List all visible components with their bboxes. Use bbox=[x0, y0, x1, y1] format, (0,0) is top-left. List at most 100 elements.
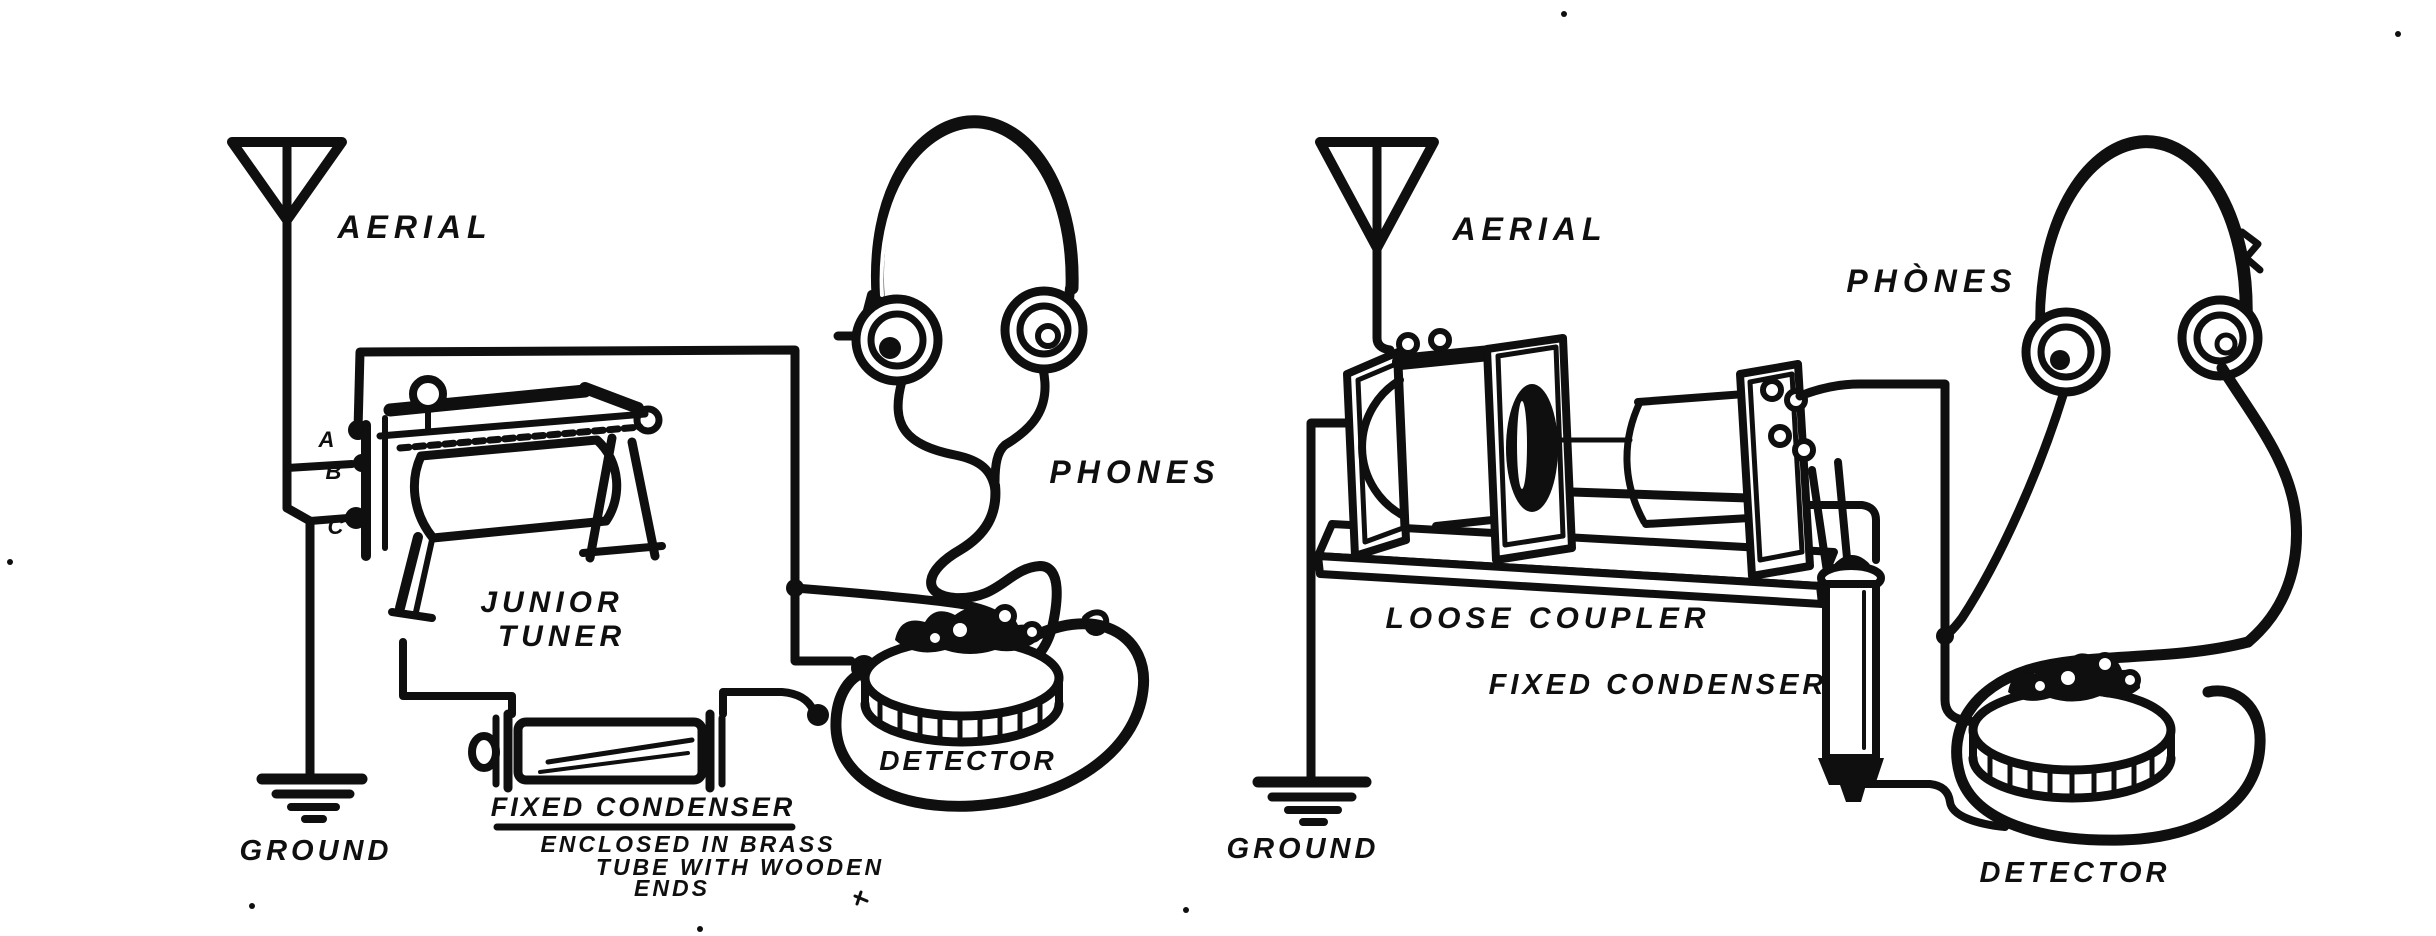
detector-hardware-hole-2 bbox=[930, 633, 940, 643]
aerial-icon bbox=[227, 137, 347, 225]
ground-lead-wire bbox=[1306, 418, 1350, 783]
coil-bore-highlight bbox=[1517, 401, 1527, 489]
detector-screw-2 bbox=[2119, 669, 2141, 691]
condenser-shading-2 bbox=[538, 751, 690, 774]
post-b-label: B bbox=[326, 459, 343, 484]
detector-icon-right bbox=[1951, 636, 2266, 846]
condenser-wire-post bbox=[807, 704, 829, 726]
left-earpiece-hub bbox=[879, 337, 901, 359]
tuner-left-leg-inner bbox=[413, 537, 435, 615]
tuner-slider-bracket bbox=[579, 382, 644, 414]
detector-hardware-hole-2 bbox=[2035, 681, 2045, 691]
condenser-shading-1 bbox=[545, 737, 695, 765]
detector-hardware-hole-1 bbox=[2061, 671, 2075, 685]
detector-label-right: DETECTOR bbox=[1980, 857, 2171, 889]
condenser-note-line2: TUBE WITH WOODEN bbox=[596, 854, 884, 880]
tuner-label-line1: JUNIOR bbox=[480, 586, 623, 619]
detector-icon bbox=[830, 604, 1150, 812]
detector-screw-2 bbox=[1021, 621, 1043, 643]
condenser-note-line1: ENCLOSED IN BRASS bbox=[540, 831, 835, 857]
right-earpiece-inner bbox=[2193, 311, 2247, 365]
detector-screw-1 bbox=[993, 604, 1017, 628]
ground-lead-wire bbox=[282, 503, 315, 780]
coil-bore-opening bbox=[1506, 384, 1558, 512]
left-cord bbox=[1940, 387, 2069, 641]
loose-coupler bbox=[1314, 328, 1854, 608]
detector-band-sides bbox=[1969, 726, 2175, 762]
headphones-icon bbox=[833, 115, 1088, 663]
binding-post-c bbox=[345, 507, 367, 529]
detector-side-hook bbox=[1082, 609, 1110, 636]
left-receiver-diagram: AERIAL GROUND bbox=[227, 115, 1220, 901]
aerial-icon-right bbox=[1315, 137, 1439, 253]
secondary-coil-face bbox=[1623, 398, 1648, 526]
headband-inner-gap bbox=[2044, 148, 2240, 332]
post-a-label: A bbox=[318, 427, 336, 452]
ground-label: GROUND bbox=[1227, 833, 1380, 865]
coupler-label: LOOSE COUPLER bbox=[1385, 602, 1710, 635]
junior-tuner bbox=[283, 375, 666, 622]
ground-label: GROUND bbox=[240, 835, 393, 867]
tuner-knob bbox=[409, 375, 447, 413]
condenser-left-nub bbox=[468, 732, 500, 772]
phones-label-right: PHÒNES bbox=[1846, 263, 2017, 299]
detector-label: DETECTOR bbox=[879, 745, 1057, 776]
secondary-terminal-1 bbox=[1760, 378, 1784, 402]
secondary-terminal-3 bbox=[1768, 424, 1792, 448]
cord-loop-around-detector bbox=[830, 618, 1150, 812]
detector-screw-1 bbox=[2093, 652, 2117, 676]
headband-outer bbox=[870, 115, 1079, 302]
condenser-bottom-cap bbox=[1818, 758, 1884, 785]
wire-condenser-to-loop bbox=[1860, 780, 2009, 831]
aerial-label: AERIAL bbox=[1451, 211, 1607, 247]
right-cord bbox=[2216, 362, 2303, 648]
tuner-right-leg-a bbox=[585, 433, 617, 563]
coupler-right-plate-inner bbox=[1747, 371, 1805, 563]
condenser-label: FIXED CONDENSER bbox=[491, 792, 796, 822]
detector-knurl-ticks bbox=[877, 695, 1043, 745]
right-earpiece-hub bbox=[2214, 332, 2238, 356]
right-earpiece-inner bbox=[1016, 302, 1072, 358]
tuner-coil-body bbox=[409, 435, 622, 543]
wire-tuner-to-condenser bbox=[399, 638, 516, 718]
detector-band-sides bbox=[861, 674, 1063, 708]
wire-aerial-to-post bbox=[283, 460, 356, 472]
speck bbox=[697, 926, 703, 932]
speck bbox=[1183, 907, 1189, 913]
wire-condenser-to-detector bbox=[719, 688, 817, 718]
phones-label: PHONES bbox=[1049, 454, 1220, 490]
headband-inner-gap bbox=[879, 128, 1066, 297]
tuner-left-foot bbox=[388, 608, 436, 622]
ground-icon-right bbox=[1252, 776, 1372, 826]
print-specks bbox=[7, 11, 2401, 932]
left-earpiece-inner bbox=[2037, 323, 2095, 381]
left-earpiece-inner bbox=[867, 310, 927, 370]
headband-outer bbox=[2035, 135, 2253, 339]
coupler-middle-plate-inner bbox=[1495, 344, 1566, 548]
primary-coil-face bbox=[1358, 376, 1406, 519]
tuner-right-leg-b bbox=[627, 437, 660, 561]
condenser-nub bbox=[1840, 785, 1866, 802]
wire-junction-to-detector bbox=[790, 583, 856, 666]
left-earpiece-hub bbox=[2050, 350, 2070, 370]
right-cord bbox=[990, 364, 1050, 487]
condenser-note-line3: ENDS bbox=[634, 875, 710, 901]
post-c-label: C bbox=[328, 514, 345, 539]
tuner-right-foot bbox=[579, 542, 666, 557]
wire-coupler-to-phones bbox=[1795, 379, 1950, 635]
detector-hardware-hole-1 bbox=[953, 623, 967, 637]
secondary-coil-top bbox=[1634, 390, 1749, 406]
aerial-label: AERIAL bbox=[336, 209, 492, 245]
secondary-coil-bottom bbox=[1642, 514, 1754, 528]
speck bbox=[2395, 31, 2401, 37]
wire-coupler-to-condenser bbox=[1806, 501, 1880, 564]
tuner-rail-1 bbox=[376, 410, 649, 440]
condenser-body bbox=[1822, 580, 1880, 762]
right-receiver-diagram: AERIAL GROUND bbox=[1227, 135, 2303, 889]
condenser-label-right: FIXED CONDENSER bbox=[1489, 669, 1828, 701]
fixed-condenser-right bbox=[1817, 555, 2009, 831]
speck bbox=[249, 903, 255, 909]
right-earpiece-hub bbox=[1035, 323, 1061, 349]
